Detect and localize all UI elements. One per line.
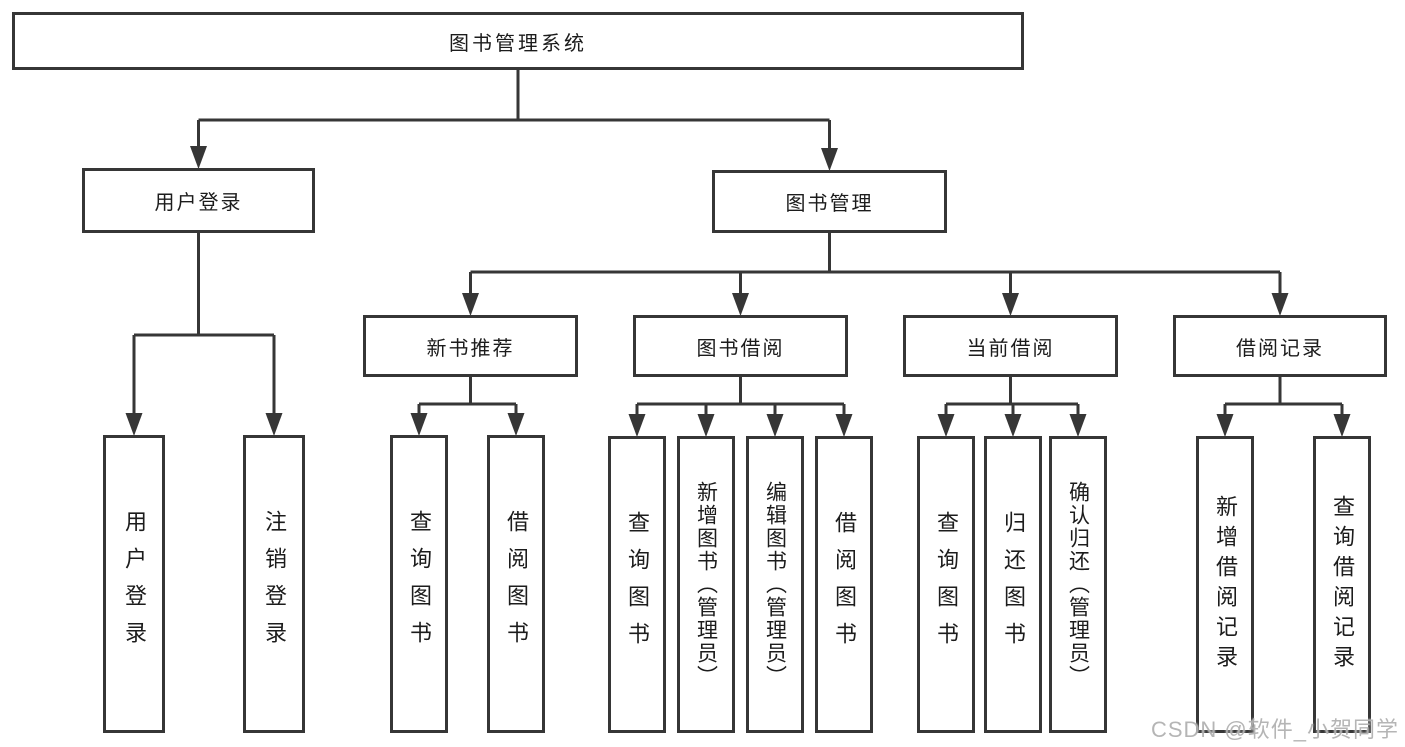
node-leaf-cb-confirm: 确认归还（管理员） bbox=[1049, 436, 1107, 733]
arrowhead-user-login bbox=[190, 146, 207, 169]
arrowhead-leaf-nb-query bbox=[410, 413, 428, 436]
node-label: 图书管理 bbox=[785, 193, 874, 215]
node-leaf-user-login: 用户登录 bbox=[103, 435, 165, 733]
node-leaf-cb-return: 归还图书 bbox=[984, 436, 1042, 733]
arrowhead-leaf-logout bbox=[265, 413, 283, 436]
arrowhead-leaf-cb-return bbox=[1004, 414, 1022, 437]
arrowhead-leaf-bb-query bbox=[628, 414, 646, 437]
node-leaf-nb-query: 查询图书 bbox=[390, 435, 448, 733]
edge-borrow-records bbox=[1223, 377, 1344, 420]
edge-current-borrow bbox=[944, 377, 1080, 420]
node-label: 借阅记录 bbox=[1236, 337, 1324, 360]
arrowhead-leaf-br-query bbox=[1333, 414, 1351, 437]
arrowhead-leaf-cb-query bbox=[937, 414, 955, 437]
node-leaf-nb-borrow: 借阅图书 bbox=[487, 435, 545, 733]
arrowhead-book-borrow bbox=[732, 293, 749, 316]
arrowhead-book-mgmt bbox=[821, 148, 838, 171]
node-current-borrow: 当前借阅 bbox=[903, 315, 1118, 377]
node-label: 当前借阅 bbox=[966, 337, 1055, 360]
node-book-borrow: 图书借阅 bbox=[633, 315, 848, 377]
edge-user-login bbox=[132, 233, 276, 419]
node-label: 新增图书（管理员） bbox=[694, 481, 718, 688]
arrowhead-leaf-cb-confirm bbox=[1069, 414, 1087, 437]
arrowhead-current-borrow bbox=[1002, 293, 1019, 316]
edge-book-borrow bbox=[635, 377, 846, 420]
node-label: 注销登录 bbox=[262, 510, 287, 658]
node-new-book-rec: 新书推荐 bbox=[363, 315, 578, 377]
node-label: 归还图书 bbox=[1001, 510, 1026, 659]
node-leaf-bb-edit: 编辑图书（管理员） bbox=[746, 436, 804, 733]
node-label: 新书推荐 bbox=[426, 337, 515, 360]
node-label: 确认归还（管理员） bbox=[1066, 481, 1090, 688]
node-root: 图书管理系统 bbox=[12, 12, 1024, 70]
node-leaf-br-query: 查询借阅记录 bbox=[1313, 436, 1371, 733]
node-label: 图书管理系统 bbox=[449, 32, 587, 55]
node-leaf-bb-add: 新增图书（管理员） bbox=[677, 436, 735, 733]
node-label: 用户登录 bbox=[122, 510, 147, 658]
node-label: 编辑图书（管理员） bbox=[763, 481, 787, 688]
node-label: 图书借阅 bbox=[696, 337, 785, 360]
edge-root bbox=[197, 70, 831, 154]
node-label: 查询图书 bbox=[625, 510, 650, 659]
node-label: 新增借阅记录 bbox=[1213, 494, 1238, 675]
node-label: 查询图书 bbox=[407, 510, 432, 658]
node-leaf-br-add: 新增借阅记录 bbox=[1196, 436, 1254, 733]
watermark: CSDN @软件_小贺同学 bbox=[1150, 717, 1399, 742]
node-user-login: 用户登录 bbox=[82, 168, 315, 233]
edge-book-mgmt bbox=[469, 233, 1282, 299]
edge-new-book-rec bbox=[417, 377, 518, 419]
arrowhead-new-book-rec bbox=[462, 293, 479, 316]
node-borrow-records: 借阅记录 bbox=[1173, 315, 1387, 377]
arrowhead-leaf-bb-edit bbox=[766, 414, 784, 437]
arrowhead-borrow-records bbox=[1271, 293, 1289, 316]
node-label: 查询借阅记录 bbox=[1330, 494, 1355, 675]
node-book-mgmt: 图书管理 bbox=[712, 170, 947, 233]
node-label: 借阅图书 bbox=[832, 510, 857, 659]
arrowhead-leaf-nb-borrow bbox=[507, 413, 525, 436]
node-leaf-bb-query: 查询图书 bbox=[608, 436, 666, 733]
node-label: 用户登录 bbox=[154, 192, 243, 214]
node-leaf-logout: 注销登录 bbox=[243, 435, 305, 733]
node-label: 查询图书 bbox=[934, 510, 959, 659]
node-leaf-bb-borrow: 借阅图书 bbox=[815, 436, 873, 733]
node-leaf-cb-query: 查询图书 bbox=[917, 436, 975, 733]
arrowhead-leaf-br-add bbox=[1216, 414, 1234, 437]
arrowhead-leaf-bb-borrow bbox=[835, 414, 853, 437]
node-label: 借阅图书 bbox=[504, 510, 529, 658]
arrowhead-leaf-user-login bbox=[125, 413, 143, 436]
arrowhead-leaf-bb-add bbox=[697, 414, 715, 437]
